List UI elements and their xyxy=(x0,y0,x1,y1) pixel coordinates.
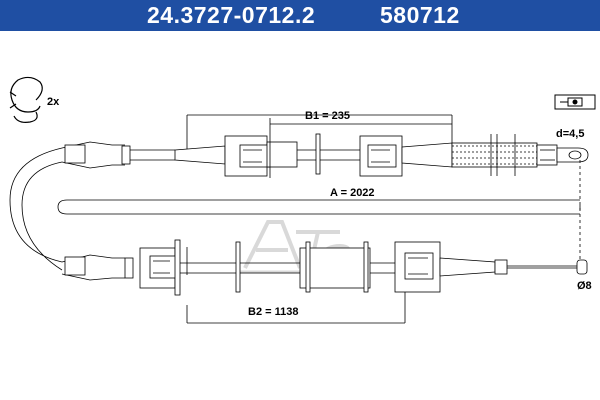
clip-icon xyxy=(9,76,43,123)
eye-end-icon xyxy=(554,94,596,110)
nipple-diameter-label: Ø8 xyxy=(577,280,592,292)
frame-lines xyxy=(186,114,453,324)
clip-quantity-label: 2x xyxy=(47,96,60,108)
dimension-b1 xyxy=(269,118,452,178)
reference-number: 580712 xyxy=(380,2,460,28)
eye-diameter-label: d=4,5 xyxy=(556,128,584,140)
a-dimension-label: A = 2022 xyxy=(330,187,375,199)
cable-drawing: 2x B1 = 235 A = 2022 B2 = 1138 d=4,5 Ø8 xyxy=(9,76,596,324)
part-number: 24.3727-0712.2 xyxy=(147,2,316,28)
upper-cable-assembly xyxy=(61,133,589,177)
cable-curve xyxy=(9,147,63,271)
lower-cable-assembly xyxy=(61,239,588,296)
b2-dimension-label: B2 = 1138 xyxy=(248,306,298,318)
header-bar: 24.3727-0712.2 580712 xyxy=(0,0,600,31)
b1-dimension-label: B1 = 235 xyxy=(305,110,350,122)
dimension-a xyxy=(57,160,581,270)
